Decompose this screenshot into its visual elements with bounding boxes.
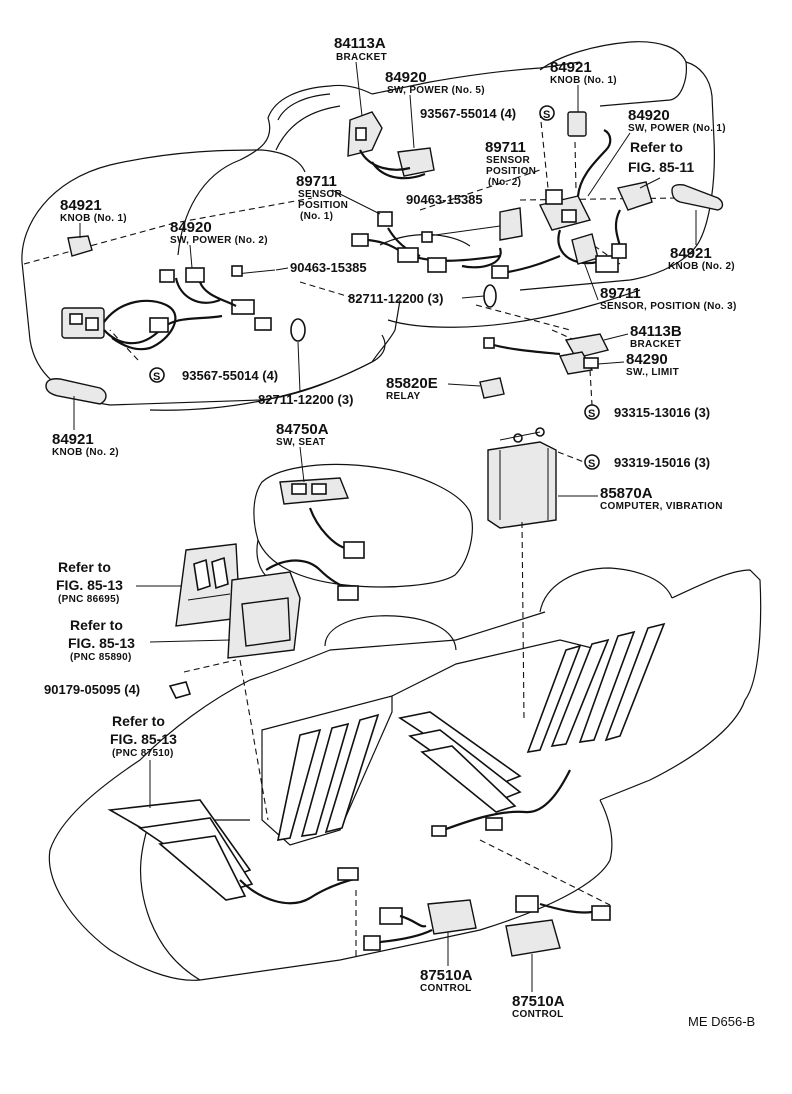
label-89711-no1-number: 89711 bbox=[296, 173, 337, 190]
label-84290-number: 84290 bbox=[626, 351, 668, 368]
label-87510a-left-desc: CONTROL bbox=[420, 983, 472, 994]
label-84290-desc: SW., LIMIT bbox=[626, 367, 679, 378]
label-93319: 93319-15016 (3) bbox=[614, 455, 710, 470]
label-87510a-left-number: 87510A bbox=[420, 967, 473, 984]
label-89711-no1-desc2: POSITION bbox=[298, 200, 348, 211]
svg-text:S: S bbox=[543, 109, 550, 121]
label-84921-top-number: 84921 bbox=[550, 59, 592, 76]
drawing-code: ME D656-B bbox=[688, 1014, 755, 1029]
label-89711-no2-desc3: (No. 2) bbox=[488, 177, 521, 188]
svg-text:S: S bbox=[588, 408, 595, 420]
label-85820e-desc: RELAY bbox=[386, 391, 421, 402]
label-84921-right-number: 84921 bbox=[670, 245, 712, 262]
label-82711-lower: 82711-12200 (3) bbox=[258, 392, 353, 407]
screw-symbol-icon: S bbox=[149, 367, 165, 383]
label-89711-no3-desc: SENSOR, POSITION (No. 3) bbox=[600, 301, 737, 312]
label-84113a-number: 84113A bbox=[334, 35, 386, 52]
ref-pnc-87510-line2: FIG. 85-13 bbox=[110, 731, 177, 747]
svg-text:S: S bbox=[588, 458, 595, 470]
label-85820e-number: 85820E bbox=[386, 375, 438, 392]
label-87510a-right-desc: CONTROL bbox=[512, 1009, 564, 1020]
control-units bbox=[363, 895, 611, 957]
label-90463-lower: 90463-15385 bbox=[290, 260, 367, 275]
label-89711-no2-number: 89711 bbox=[485, 139, 526, 156]
label-90463-upper: 90463-15385 bbox=[406, 192, 483, 207]
label-84921-left-number: 84921 bbox=[60, 197, 102, 214]
label-84921-left-desc: KNOB (No. 1) bbox=[60, 213, 127, 224]
label-84920-no5-desc: SW, POWER (No. 5) bbox=[387, 85, 485, 96]
rear-harness bbox=[239, 769, 611, 960]
label-89711-no2-desc1: SENSOR bbox=[486, 155, 531, 166]
ref-pnc-85890-line2: FIG. 85-13 bbox=[68, 635, 135, 651]
ref-pnc-87510-line3: (PNC 87510) bbox=[112, 748, 174, 759]
label-84920-no2-desc: SW, POWER (No. 2) bbox=[170, 235, 268, 246]
bracket-limit-relay bbox=[479, 333, 610, 399]
label-84920-no5-number: 84920 bbox=[385, 69, 427, 86]
ref-pnc-86695-line3: (PNC 86695) bbox=[58, 594, 120, 605]
label-84921-bottom-number: 84921 bbox=[52, 431, 94, 448]
ref-fig-85-11-line1: Refer to bbox=[630, 139, 683, 155]
label-84750a-desc: SW, SEAT bbox=[276, 437, 325, 448]
rear-seat-outline bbox=[48, 567, 762, 981]
label-84113b-number: 84113B bbox=[630, 323, 682, 340]
seat-switch-cushion bbox=[253, 463, 473, 588]
label-84113a-desc: BRACKET bbox=[336, 52, 387, 63]
front-seat-outline bbox=[21, 41, 715, 411]
label-89711-no2-desc2: POSITION bbox=[486, 166, 536, 177]
svg-text:S: S bbox=[153, 371, 160, 383]
screw-symbol-icon: S bbox=[539, 105, 555, 121]
label-84921-top-desc: KNOB (No. 1) bbox=[550, 75, 617, 86]
ref-pnc-86695-line2: FIG. 85-13 bbox=[56, 577, 123, 593]
label-84113b-desc: BRACKET bbox=[630, 339, 681, 350]
label-84921-right-desc: KNOB (No. 2) bbox=[668, 261, 735, 272]
left-power-switch-assembly bbox=[45, 235, 306, 405]
label-89711-no3-number: 89711 bbox=[600, 285, 641, 302]
ref-fig-85-11-line2: FIG. 85-11 bbox=[628, 159, 694, 175]
label-84750a-number: 84750A bbox=[276, 421, 329, 438]
ref-pnc-85890-line3: (PNC 85890) bbox=[70, 652, 132, 663]
rear-seat-heater-strips bbox=[107, 622, 666, 901]
label-82711-upper: 82711-12200 (3) bbox=[348, 291, 443, 306]
ref-pnc-87510-line1: Refer to bbox=[112, 713, 165, 729]
label-84920-no1-number: 84920 bbox=[628, 107, 670, 124]
label-89711-no1-desc3: (No. 1) bbox=[300, 211, 333, 222]
label-84920-no1-desc: SW, POWER (No. 1) bbox=[628, 123, 726, 134]
control-panels bbox=[168, 543, 359, 821]
label-93567-bottom: 93567-55014 (4) bbox=[182, 368, 278, 383]
top-bracket-switch bbox=[347, 111, 561, 308]
label-85870a-number: 85870A bbox=[600, 485, 653, 502]
label-84920-no2-number: 84920 bbox=[170, 219, 212, 236]
screw-symbol-icon: S bbox=[584, 404, 600, 420]
ref-pnc-85890-line1: Refer to bbox=[70, 617, 123, 633]
vibration-computer bbox=[487, 427, 585, 721]
right-power-switch-assembly bbox=[538, 111, 724, 273]
label-85870a-desc: COMPUTER, VIBRATION bbox=[600, 501, 723, 512]
label-87510a-right-number: 87510A bbox=[512, 993, 565, 1010]
label-84921-bottom-desc: KNOB (No. 2) bbox=[52, 447, 119, 458]
label-89711-no1-desc1: SENSOR bbox=[298, 189, 343, 200]
label-93315: 93315-13016 (3) bbox=[614, 405, 710, 420]
label-93567-top: 93567-55014 (4) bbox=[420, 106, 516, 121]
label-90179: 90179-05095 (4) bbox=[44, 682, 140, 697]
screw-symbol-icon: S bbox=[584, 454, 600, 470]
ref-pnc-86695-line1: Refer to bbox=[58, 559, 111, 575]
